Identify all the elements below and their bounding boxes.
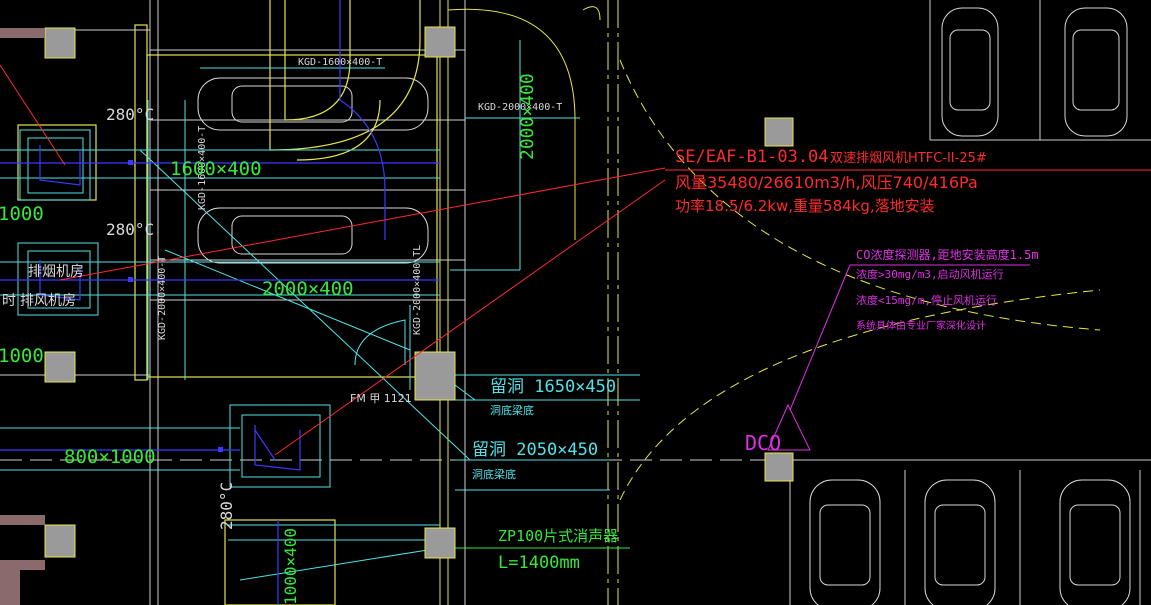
dimension-ticks	[128, 160, 223, 452]
duct-2000-vert-label: 2000×400	[517, 73, 538, 160]
column	[414, 351, 456, 401]
kgd-1600-vert-label: KGD-1600×400-T	[197, 126, 208, 210]
parking-cars	[197, 7, 1131, 605]
temp-label-2: 280°C	[106, 220, 154, 239]
column	[424, 527, 456, 559]
co-sensor-triangle	[767, 403, 811, 451]
co-note-3: 浓度<15mg/m,停止风机运行	[856, 293, 997, 307]
car-3	[941, 7, 999, 137]
muffler-model: ZP100片式消声器	[498, 527, 618, 545]
fan-airflow: 风量35480/26610m3/h,风压740/416Pa	[675, 173, 978, 192]
opening-2-note: 洞底梁底	[472, 467, 516, 481]
muffler-labels: ZP100片式消声器 L=1400mm	[498, 527, 618, 573]
car-7	[1059, 479, 1131, 605]
structural-columns	[44, 26, 794, 559]
exhaust-room-prefix: 时	[2, 293, 16, 309]
red-leaders	[0, 64, 1151, 456]
column	[44, 27, 76, 59]
kgd-2000-top-label: KGD-2000×400-T	[478, 102, 562, 113]
column	[424, 26, 456, 58]
car-1	[197, 77, 429, 131]
magenta-lines	[767, 264, 1030, 451]
co-note-1: CO浓度探测器,距地安装高度1.5m	[856, 247, 1039, 262]
yellow-equipment	[17, 0, 438, 605]
temp-label-3: 280°C	[217, 482, 236, 530]
column	[44, 351, 76, 383]
fire-door-label: FM 甲 1121	[350, 392, 412, 405]
room-labels: 排烟机房 时 排风机房	[2, 264, 84, 309]
temp-label-1: 280°C	[106, 105, 154, 124]
kgd-2000-vert-right-label: KGD-2000×400-TL	[412, 245, 423, 335]
blue-lines	[0, 0, 440, 605]
co-sensor-tag: DCO	[745, 431, 781, 455]
green-dimension-labels: 2000×400 1600×400 2000×400 800×1000 1000…	[0, 73, 538, 605]
opening-1-note: 洞底梁底	[490, 403, 534, 417]
column	[764, 117, 794, 147]
exhaust-room-label: 排风机房	[20, 293, 76, 309]
duct-1000-b-label: 1000	[0, 345, 44, 367]
muffler-length: L=1400mm	[498, 553, 580, 573]
car-6	[924, 479, 996, 605]
smoke-room-label: 排烟机房	[28, 264, 84, 280]
car-5	[809, 479, 881, 605]
opening-1-label: 留洞 1650×450	[490, 377, 616, 397]
duct-800-label: 800×1000	[64, 446, 156, 468]
kgd-2000-vert-left-label: KGD-2000×400-T	[157, 256, 168, 340]
co-note-4: 系统具体由专业厂家深化设计	[856, 319, 986, 332]
axis-lines	[439, 0, 1101, 605]
cyan-ducts	[0, 40, 640, 581]
co-note: CO浓度探测器,距地安装高度1.5m 浓度>30mg/m3,启动风机运行 浓度<…	[745, 247, 1039, 455]
opening-labels: 留洞 1650×450 洞底梁底 留洞 2050×450 洞底梁底	[472, 377, 616, 481]
column	[44, 524, 76, 558]
temperature-labels: 280°C 280°C 280°C	[106, 105, 236, 530]
kgd-1600-label: KGD-1600×400-T	[298, 57, 382, 68]
car-2	[197, 207, 429, 264]
fan-model: 双速排烟风机HTFC-II-25#	[830, 151, 987, 166]
duct-labels: KGD-1600×400-T KGD-2000×400-T KGD-1600×4…	[157, 57, 562, 340]
wall-hatch	[0, 28, 45, 605]
car-4	[1064, 7, 1128, 137]
duct-bottom-vert-label: 1000×400	[281, 528, 300, 605]
co-note-2: 浓度>30mg/m3,启动风机运行	[856, 267, 1004, 281]
fan-spec: SE/EAF-B1-03.04 双速排烟风机HTFC-II-25# 风量3548…	[675, 147, 987, 215]
duct-2000-label: 2000×400	[262, 278, 354, 300]
duct-1600-label: 1600×400	[170, 158, 262, 180]
fan-power: 功率18.5/6.2kw,重量584kg,落地安装	[675, 197, 935, 215]
column	[764, 452, 794, 482]
opening-2-label: 留洞 2050×450	[472, 440, 598, 460]
fan-code: SE/EAF-B1-03.04	[675, 147, 829, 167]
duct-1000-a-label: 1000	[0, 203, 44, 225]
